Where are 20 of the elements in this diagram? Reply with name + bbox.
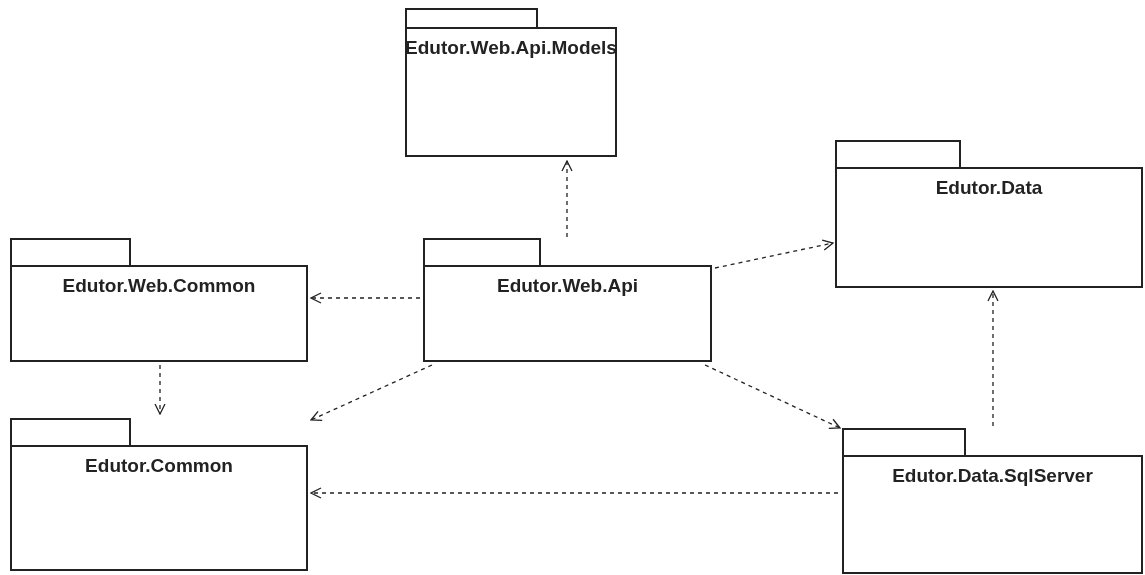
dependency-arrow <box>310 364 433 422</box>
dependency-arrow <box>987 290 999 427</box>
package-shape <box>423 238 712 362</box>
package-shape <box>405 8 617 157</box>
package-name: Edutor.Web.Api <box>496 274 639 298</box>
package-name: Edutor.Web.Api.Models <box>405 36 617 60</box>
package-shape <box>835 140 1143 288</box>
package-shape <box>10 238 308 362</box>
package-name: Edutor.Data.SqlServer <box>892 464 1093 488</box>
dependency-arrow <box>561 160 573 238</box>
dependency-arrow <box>154 364 166 415</box>
dependency-arrow <box>704 364 841 429</box>
dependency-arrow <box>310 292 421 304</box>
package-shape <box>10 418 308 571</box>
dependency-arrow <box>310 487 839 499</box>
package-name: Edutor.Common <box>85 454 233 478</box>
package-shape <box>842 428 1143 574</box>
dependency-arrow <box>714 239 834 269</box>
package-name: Edutor.Data <box>935 176 1043 200</box>
package-name: Edutor.Web.Common <box>62 274 256 298</box>
